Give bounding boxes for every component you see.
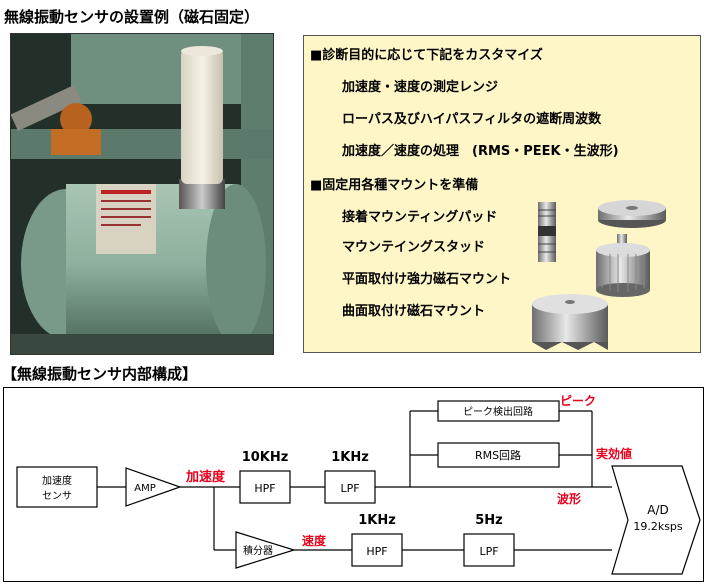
rms-label: RMS回路 bbox=[475, 449, 521, 462]
sensor-label-2: センサ bbox=[42, 490, 72, 502]
lpf1-freq: 1KHz bbox=[331, 450, 369, 465]
section-title: 【無線振動センサ内部構成】 bbox=[2, 365, 198, 383]
item-flat-magnet: 平面取付け強力磁石マウント bbox=[342, 272, 512, 287]
lpf2-freq: 5Hz bbox=[475, 513, 503, 528]
integrator-label: 積分器 bbox=[243, 544, 273, 557]
heading-customize: ■診断目的に応じて下記をカスタマイズ bbox=[310, 48, 543, 63]
item-curved-magnet: 曲面取付け磁石マウント bbox=[342, 304, 486, 319]
velocity-output-label: 速度 bbox=[302, 533, 327, 548]
peak-detect-label: ピーク検出回路 bbox=[463, 405, 533, 418]
ad-rate-label: 19.2ksps bbox=[633, 520, 683, 533]
sensor-label-1: 加速度 bbox=[42, 474, 72, 487]
hpf1-label: HPF bbox=[254, 482, 275, 495]
ad-converter-shape bbox=[611, 465, 701, 575]
accel-output-label: 加速度 bbox=[185, 469, 226, 485]
item-stud: マウンテイングスタッド bbox=[342, 240, 486, 255]
accel-sensor-box bbox=[16, 466, 98, 508]
lpf2-label: LPF bbox=[479, 545, 498, 558]
item-processing: 加速度／速度の処理 (RMS・PEEK・生波形) bbox=[342, 144, 619, 159]
heading-mounts: ■固定用各種マウントを準備 bbox=[310, 178, 479, 193]
block-diagram-frame bbox=[3, 387, 704, 582]
curved-magnet-image bbox=[532, 294, 608, 350]
item-filter: ローパス及びハイパスフィルタの遮断周波数 bbox=[342, 112, 602, 127]
motor-illustration bbox=[11, 34, 273, 354]
waveform-output-label: 波形 bbox=[557, 491, 581, 506]
hpf1-freq: 10KHz bbox=[242, 450, 289, 465]
flat-magnet-image bbox=[596, 234, 650, 297]
hpf2-label: HPF bbox=[366, 545, 387, 558]
lpf1-box bbox=[324, 470, 376, 504]
ad-label: A/D bbox=[647, 503, 669, 517]
peak-detect-box bbox=[437, 400, 560, 422]
page-title: 無線振動センサの設置例（磁石固定） bbox=[4, 8, 260, 26]
hpf2-box bbox=[351, 533, 403, 567]
peak-output-label: ピーク bbox=[560, 394, 596, 408]
item-pad: 接着マウンティングパッド bbox=[342, 210, 498, 225]
mounting-pad-image bbox=[598, 200, 666, 228]
hpf1-box bbox=[239, 470, 291, 504]
customization-panel: ■診断目的に応じて下記をカスタマイズ 加速度・速度の測定レンジ ローパス及びハイ… bbox=[303, 35, 701, 353]
lpf2-box bbox=[463, 533, 515, 567]
sensor-installation-photo bbox=[10, 33, 274, 355]
signal-lines bbox=[97, 410, 612, 551]
mounting-stud-image bbox=[538, 202, 556, 262]
mount-images bbox=[532, 200, 666, 350]
integrator-triangle bbox=[235, 531, 297, 569]
amp-triangle bbox=[125, 467, 182, 507]
amp-label: AMP bbox=[134, 483, 156, 494]
rms-box bbox=[437, 442, 560, 468]
rms-output-label: 実効値 bbox=[596, 446, 632, 461]
lpf1-label: LPF bbox=[340, 482, 359, 495]
hpf2-freq: 1KHz bbox=[358, 513, 396, 528]
item-range: 加速度・速度の測定レンジ bbox=[342, 80, 499, 95]
